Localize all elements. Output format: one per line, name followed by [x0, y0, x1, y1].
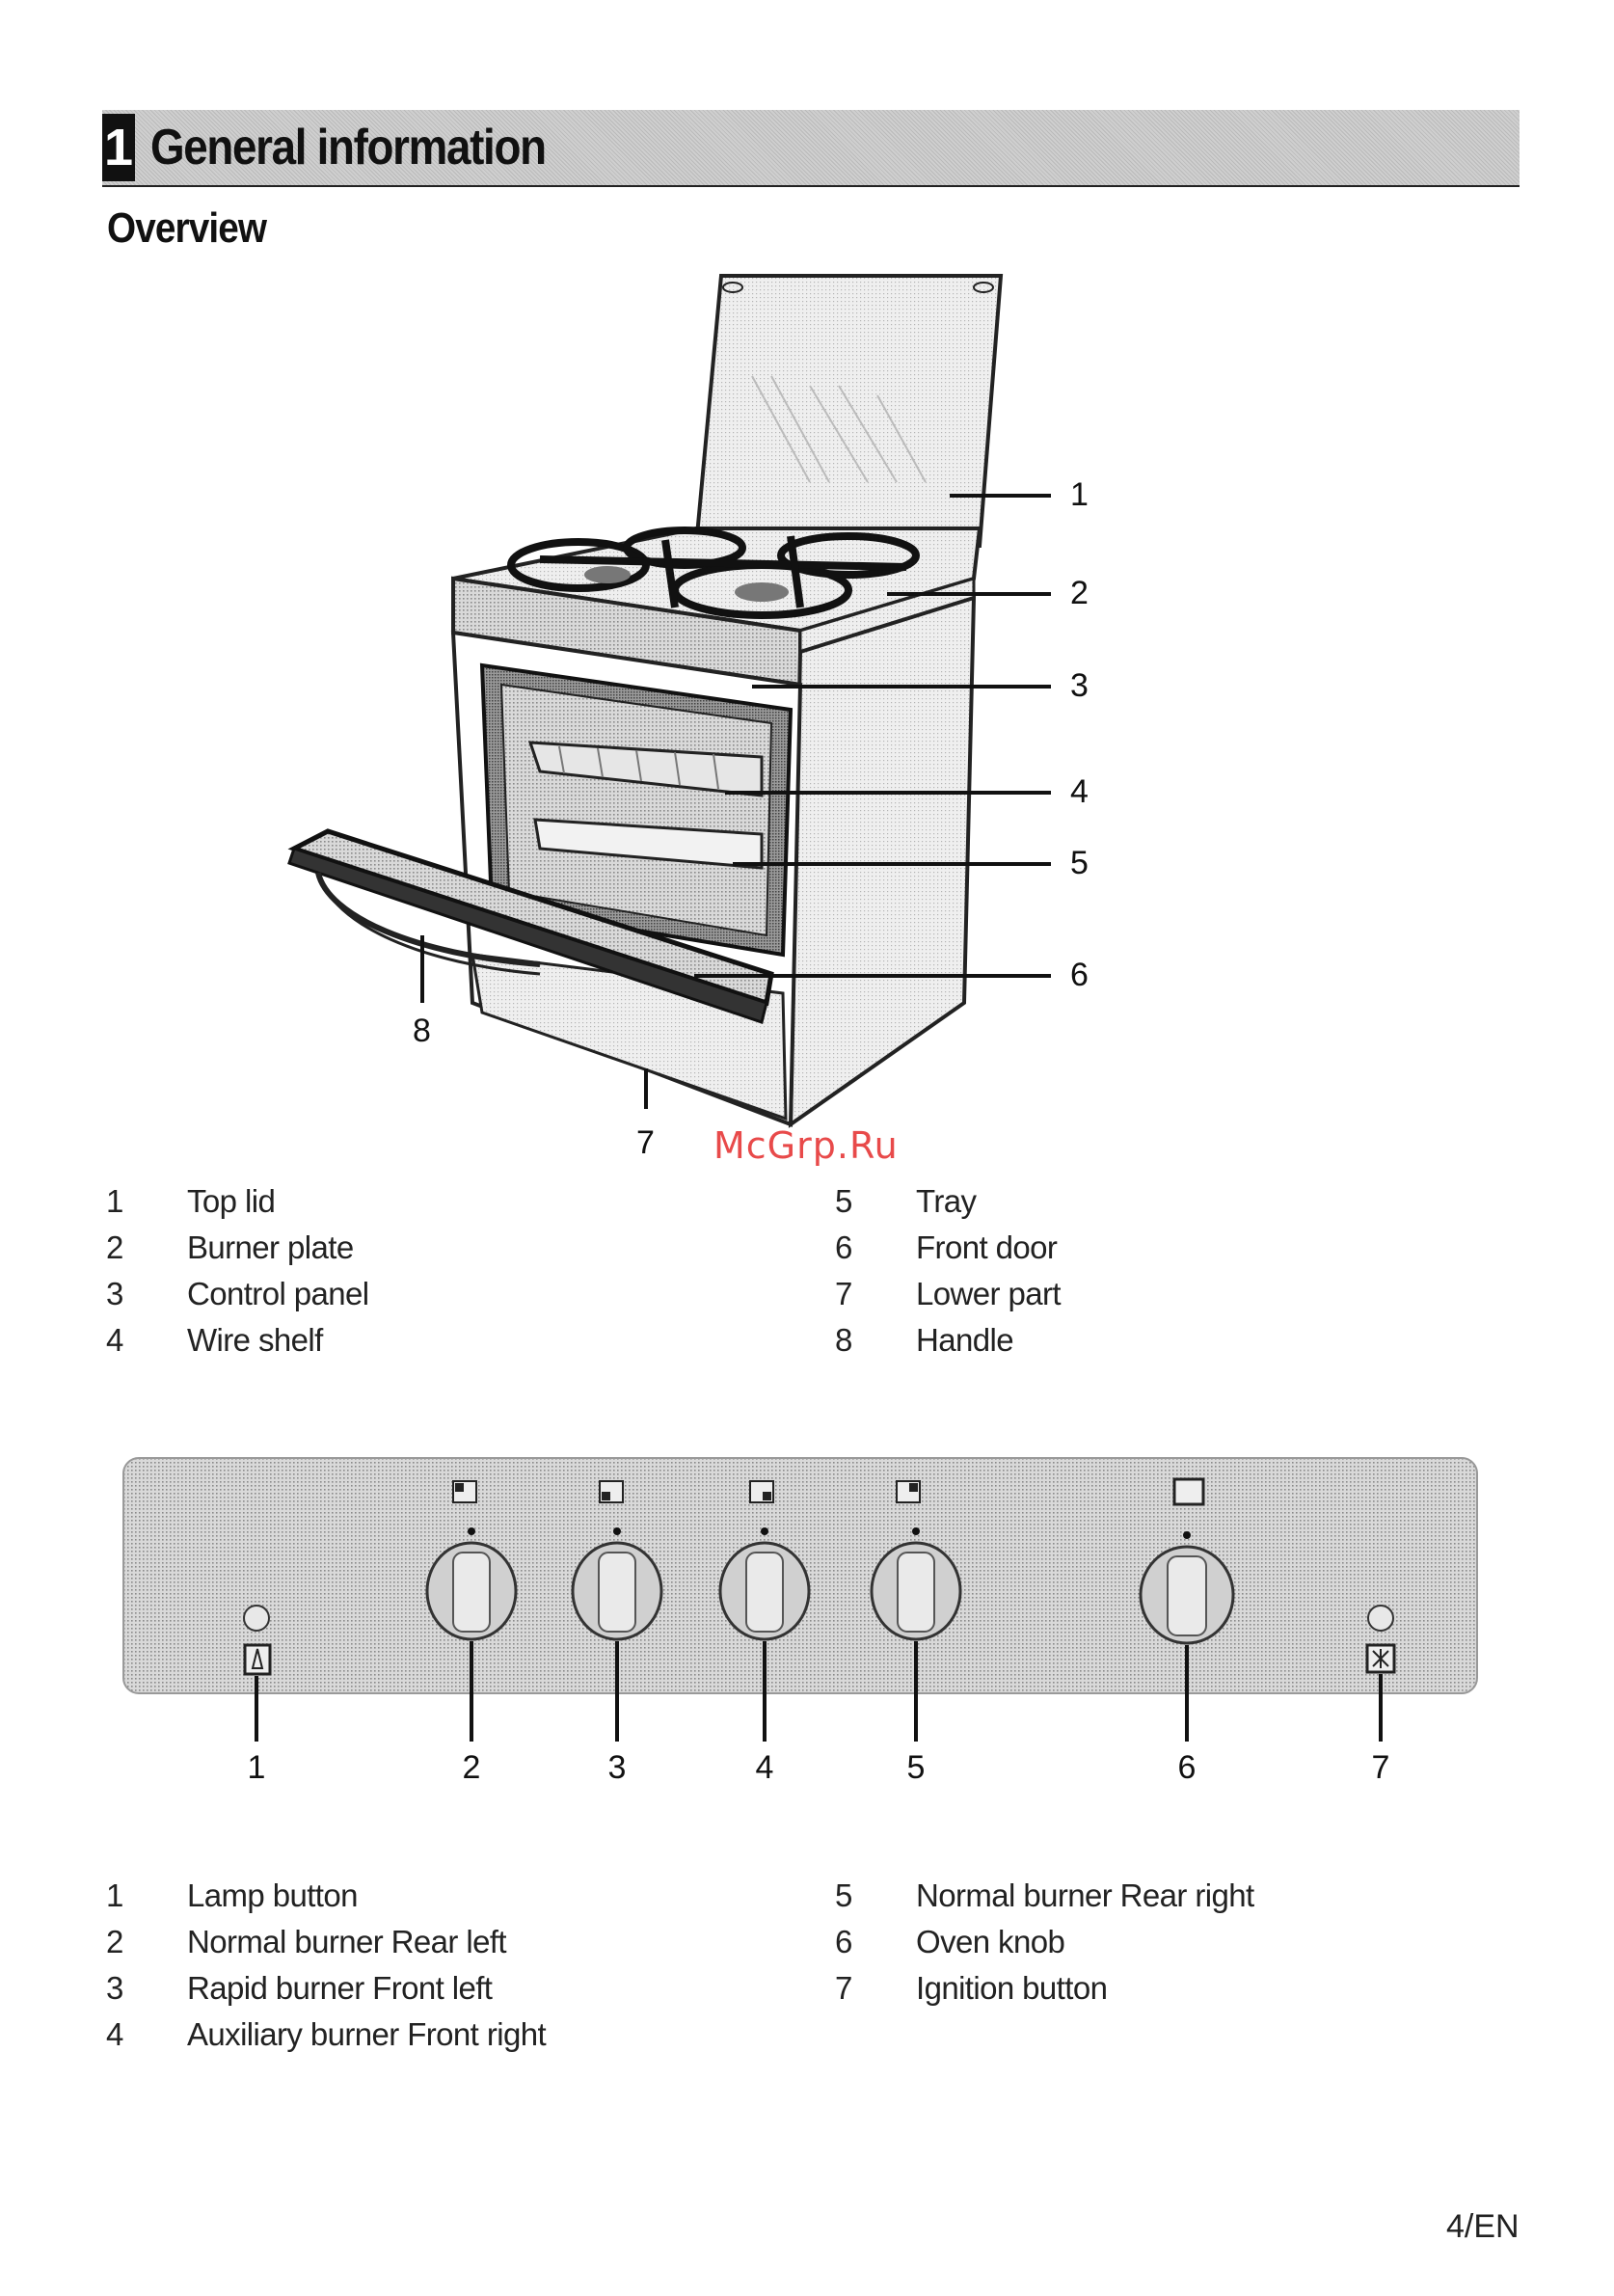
oven-callout-lines: [420, 494, 1051, 1109]
knob-4: [718, 1480, 811, 1641]
section-title: General information: [150, 120, 547, 176]
knob-3: [571, 1480, 663, 1641]
oven-parts-legend: 1 Top lid 2 Burner plate 3 Control panel…: [106, 1183, 1062, 1358]
oven-callout-4: 4: [1070, 773, 1089, 810]
section-number: 1: [102, 114, 135, 181]
knob-2: [425, 1480, 518, 1641]
oven-callout-7: 7: [636, 1124, 655, 1161]
panel-parts-legend: 1 Lamp button 2 Normal burner Rear left …: [106, 1877, 1254, 2052]
oven-callout-numbers: 1 2 3 4 5 6 7 8: [413, 476, 1089, 1161]
panel-callout-5: 5: [907, 1749, 926, 1786]
section-header: 1 General information: [102, 110, 1520, 187]
oven-callout-3: 3: [1070, 667, 1089, 704]
overview-title: Overview: [107, 204, 267, 252]
page-number: 4/EN: [1446, 2208, 1520, 2245]
panel-callout-6: 6: [1178, 1749, 1197, 1786]
watermark: McGrp.Ru: [713, 1124, 899, 1167]
oven-callout-6: 6: [1070, 957, 1089, 993]
control-panel-illustration: [122, 1457, 1478, 1694]
panel-callout-1: 1: [248, 1749, 266, 1786]
panel-callout-7: 7: [1372, 1749, 1390, 1786]
oven-callout-8: 8: [413, 1013, 431, 1049]
panel-callout-4: 4: [756, 1749, 774, 1786]
oven-callout-2: 2: [1070, 575, 1089, 611]
oven-callout-1: 1: [1070, 476, 1089, 513]
panel-callout-lines: [255, 1641, 1383, 1742]
knob-5: [870, 1480, 962, 1641]
panel-callout-2: 2: [463, 1749, 481, 1786]
oven-callout-5: 5: [1070, 845, 1089, 881]
panel-callout-numbers: 1 2 3 4 5 6 7: [248, 1749, 1390, 1786]
top-lid: [693, 274, 1004, 548]
knob-6: [1139, 1477, 1235, 1645]
oven-illustration: [287, 274, 1004, 1128]
panel-callout-3: 3: [608, 1749, 627, 1786]
